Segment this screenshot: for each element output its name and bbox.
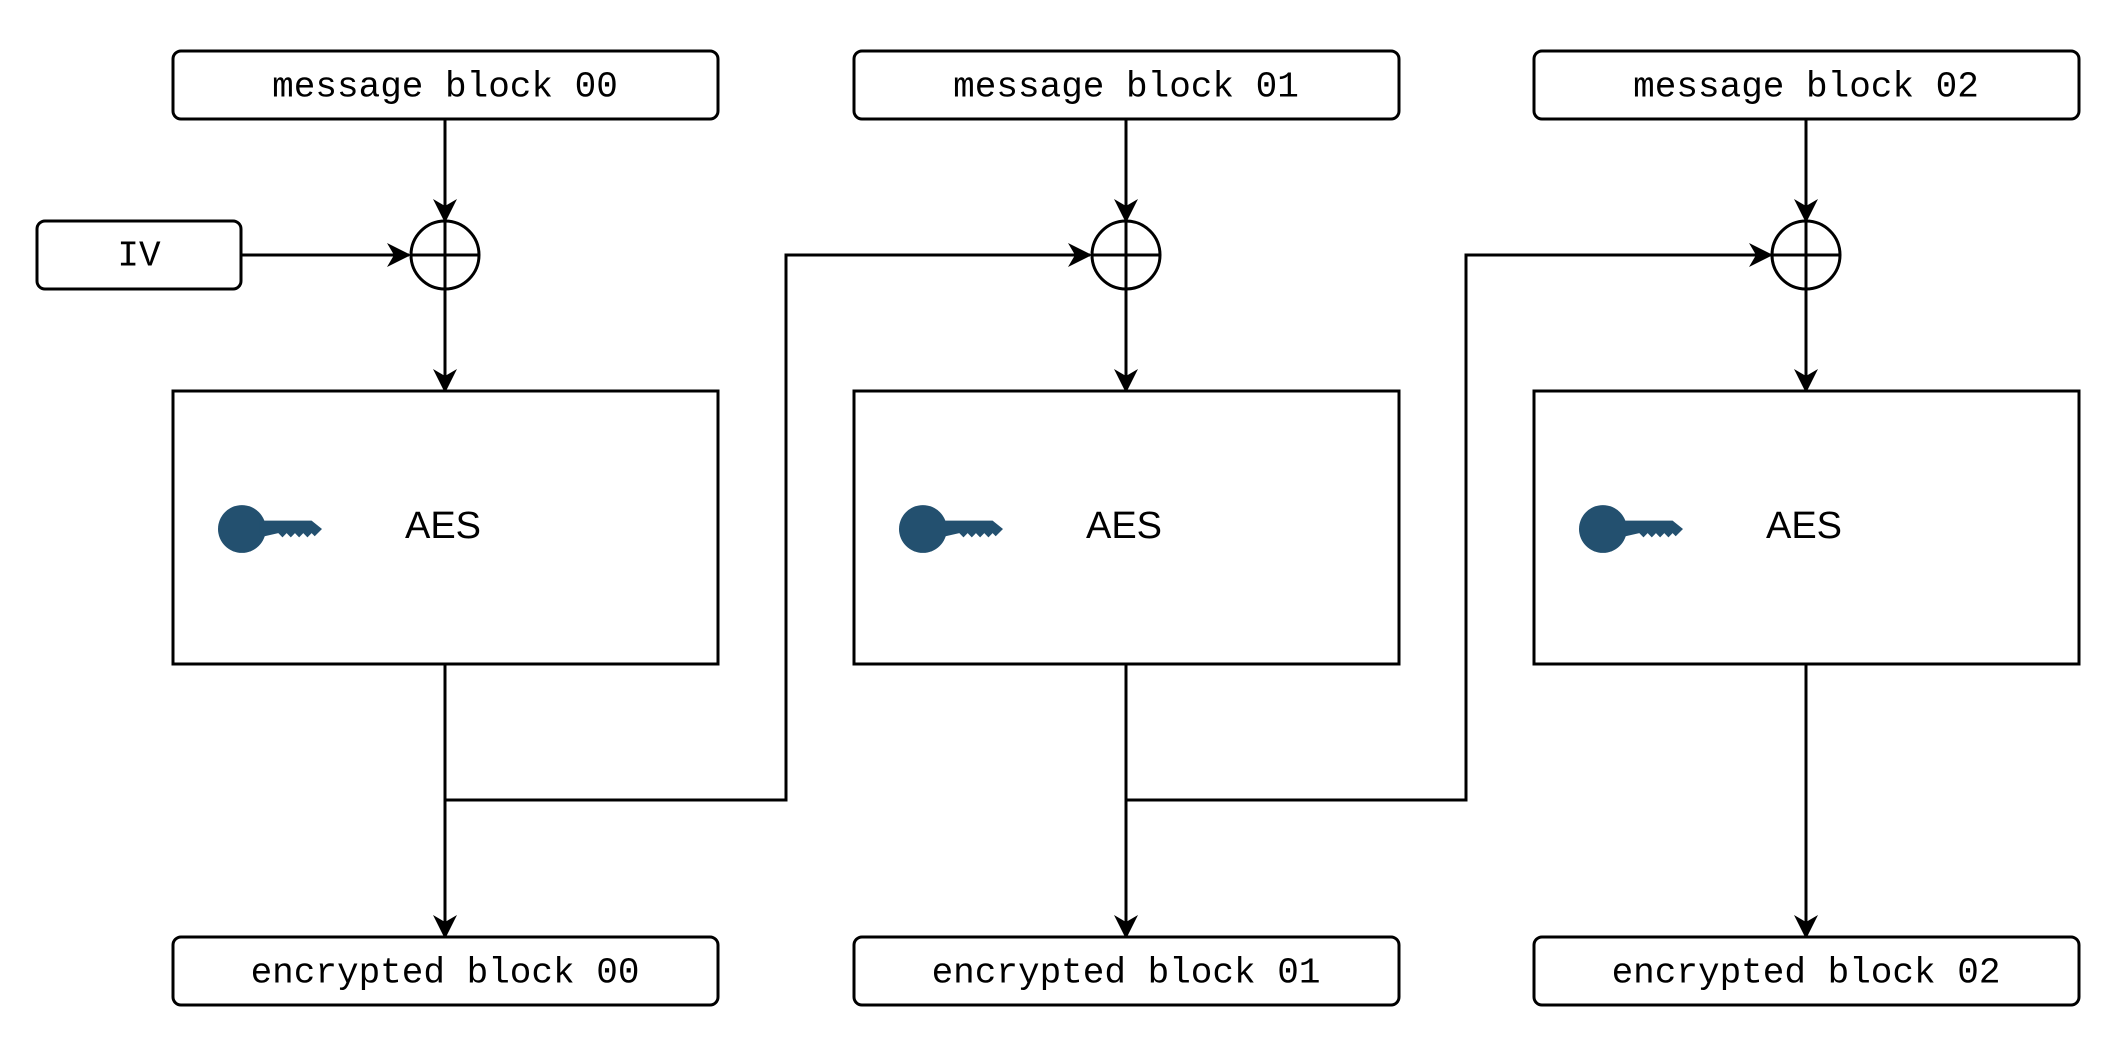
- message-block-label: message block 01: [953, 67, 1299, 108]
- aes-label: AES: [1086, 505, 1162, 547]
- message-block-label: message block 02: [1633, 67, 1979, 108]
- encrypted-block-box: [1532, 935, 2081, 1007]
- iv-box: IV: [35, 219, 243, 291]
- aes-label: AES: [1766, 505, 1842, 547]
- stage-0: message block 00 AES encrypted block 00: [171, 49, 720, 1007]
- xor-icon: [1090, 219, 1162, 291]
- chain-arrow-1-to-2: [1126, 243, 1773, 802]
- xor-icon: [1770, 219, 1842, 291]
- encrypted-block-label: encrypted block 00: [251, 953, 640, 994]
- message-block-label: message block 00: [272, 67, 618, 108]
- encrypted-block-label: encrypted block 01: [932, 953, 1321, 994]
- xor-icon: [409, 219, 481, 291]
- encrypted-block-box: [171, 935, 720, 1007]
- iv-label: IV: [117, 236, 161, 277]
- encrypted-block-box: [852, 935, 1401, 1007]
- stage-1: message block 01 AES encrypted block 01: [852, 49, 1401, 1007]
- encrypted-block-label: encrypted block 02: [1612, 953, 2001, 994]
- aes-label: AES: [405, 505, 481, 547]
- chain-arrow-0-to-1: [445, 243, 1092, 802]
- stage-2: message block 02 AES encrypted block 02: [1532, 49, 2081, 1007]
